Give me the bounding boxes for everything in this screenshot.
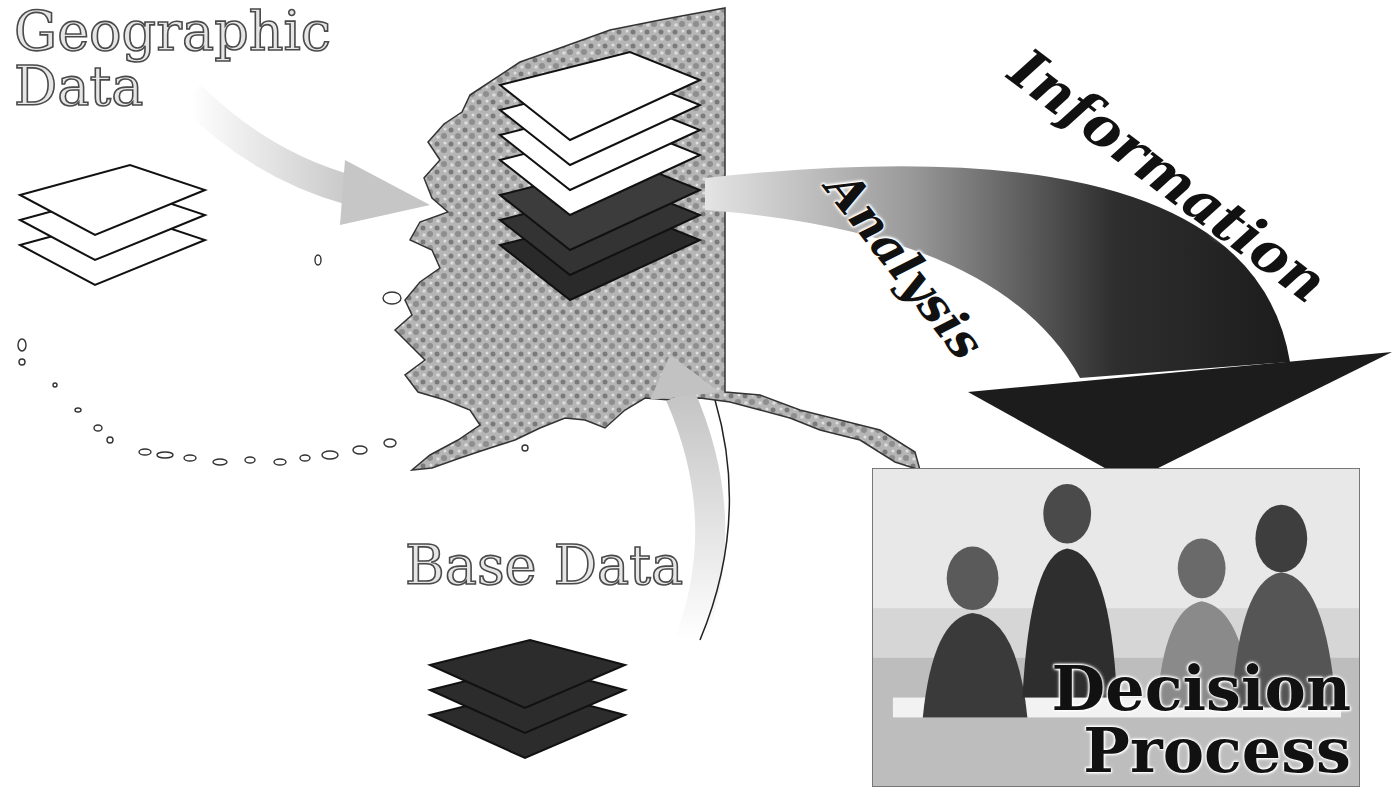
box-title: Decision Process xyxy=(1011,658,1351,782)
photo-box: Decision Process xyxy=(872,468,1360,787)
input-arrow xyxy=(190,95,430,225)
map-layers xyxy=(500,52,700,300)
base-layers xyxy=(430,640,625,758)
section-label: Geographic Data xyxy=(14,4,394,114)
analysis-arrow xyxy=(705,166,1392,482)
alaska-map xyxy=(395,8,920,470)
section-label: Base Data xyxy=(405,538,735,593)
data-layers xyxy=(20,165,205,285)
base-arrow xyxy=(650,355,729,640)
